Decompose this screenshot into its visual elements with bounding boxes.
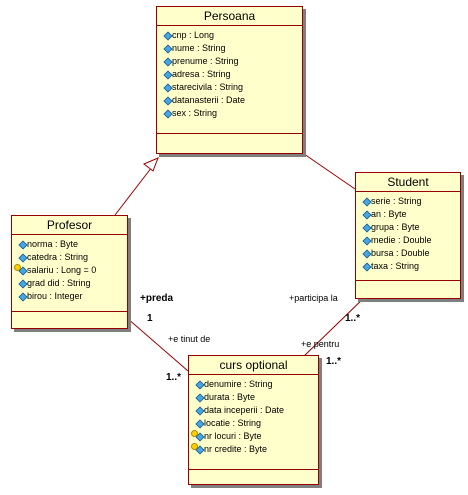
attribute-row: data inceperii : Date <box>195 404 318 417</box>
class-curs-optional-title: curs optional <box>189 356 318 375</box>
attribute-icon <box>362 263 369 270</box>
attribute-text: grad did : String <box>27 278 91 288</box>
association-line-student-curs <box>301 293 369 359</box>
attribute-row: birou : Integer <box>18 290 127 303</box>
attribute-row: nr locuri : Byte <box>191 430 318 443</box>
attribute-row: bursa : Double <box>362 247 460 260</box>
attribute-icon <box>163 32 170 39</box>
attribute-icon <box>362 237 369 244</box>
class-curs-optional[interactable]: curs optional denumire : String durata : … <box>188 355 319 485</box>
multiplicity-preda: 1 <box>147 313 153 324</box>
key-attribute-icon <box>191 443 202 453</box>
attribute-text: birou : Integer <box>27 291 83 301</box>
attribute-text: denumire : String <box>204 379 273 389</box>
attribute-text: sex : String <box>172 108 218 118</box>
attribute-icon <box>362 198 369 205</box>
attribute-icon <box>163 110 170 117</box>
attribute-icon <box>195 420 202 427</box>
attribute-icon <box>362 211 369 218</box>
attribute-row: durata : Byte <box>195 391 318 404</box>
class-student[interactable]: Student serie : String an : Byte grupa : B… <box>355 172 461 299</box>
attribute-text: prenume : String <box>172 56 239 66</box>
attribute-icon <box>163 58 170 65</box>
attribute-icon <box>163 45 170 52</box>
attribute-text: cnp : Long <box>172 30 215 40</box>
attribute-row: adresa : String <box>163 68 302 81</box>
attribute-icon <box>18 254 25 261</box>
attribute-row: sex : String <box>163 107 302 120</box>
class-student-attributes: serie : String an : Byte grupa : Byte medie… <box>356 192 460 281</box>
attribute-text: bursa : Double <box>371 248 430 258</box>
multiplicity-participa-la: 1..* <box>345 313 361 324</box>
attribute-text: salariu : Long = 0 <box>27 265 97 275</box>
attribute-icon <box>18 241 25 248</box>
inheritance-arrowhead-profesor <box>143 157 159 172</box>
attribute-text: nr credite : Byte <box>204 444 268 454</box>
attribute-icon <box>163 71 170 78</box>
class-student-title: Student <box>356 173 460 192</box>
attribute-icon <box>195 407 202 414</box>
attribute-row: norma : Byte <box>18 238 127 251</box>
attribute-icon <box>163 84 170 91</box>
attribute-row: grupa : Byte <box>362 221 460 234</box>
class-curs-optional-attributes: denumire : String durata : Byte data incep… <box>189 375 318 470</box>
attribute-text: durata : Byte <box>204 392 256 402</box>
key-attribute-icon <box>14 264 25 274</box>
class-persoana-title: Persoana <box>157 7 302 26</box>
attribute-row: medie : Double <box>362 234 460 247</box>
attribute-row: starecivila : String <box>163 81 302 94</box>
attribute-icon <box>362 224 369 231</box>
class-profesor-title: Profesor <box>12 216 127 235</box>
attribute-text: adresa : String <box>172 69 231 79</box>
attribute-text: nr locuri : Byte <box>204 431 262 441</box>
attribute-row: datanasterii : Date <box>163 94 302 107</box>
role-label-preda: +preda <box>140 293 174 304</box>
attribute-row: nr credite : Byte <box>191 443 318 456</box>
attribute-text: taxa : String <box>371 261 420 271</box>
attribute-row: nume : String <box>163 42 302 55</box>
attribute-text: starecivila : String <box>172 82 244 92</box>
attribute-text: nume : String <box>172 43 226 53</box>
inheritance-line-profesor <box>114 166 153 216</box>
role-label-participa-la: +participa la <box>289 293 338 303</box>
role-label-e-tinut-de: +e tinut de <box>168 334 211 344</box>
class-profesor-attributes: norma : Byte catedra : String salariu : Lo… <box>12 235 127 312</box>
class-profesor[interactable]: Profesor norma : Byte catedra : String sal… <box>11 215 128 329</box>
attribute-row: grad did : String <box>18 277 127 290</box>
attribute-row: cnp : Long <box>163 29 302 42</box>
class-persoana[interactable]: Persoana cnp : Long nume : String prenume … <box>156 6 303 154</box>
multiplicity-e-pentru: 1..* <box>326 356 342 367</box>
attribute-row: locatie : String <box>195 417 318 430</box>
role-label-e-pentru: +e pentru <box>301 339 340 349</box>
attribute-text: serie : String <box>371 196 422 206</box>
attribute-row: an : Byte <box>362 208 460 221</box>
attribute-text: data inceperii : Date <box>204 405 285 415</box>
attribute-icon <box>18 293 25 300</box>
attribute-text: medie : Double <box>371 235 432 245</box>
attribute-icon <box>195 381 202 388</box>
attribute-icon <box>18 280 25 287</box>
attribute-row: serie : String <box>362 195 460 208</box>
association-line-profesor-curs <box>126 317 189 372</box>
multiplicity-e-tinut-de: 1..* <box>166 372 182 383</box>
attribute-text: catedra : String <box>27 252 89 262</box>
attribute-text: grupa : Byte <box>371 222 420 232</box>
attribute-row: salariu : Long = 0 <box>14 264 127 277</box>
attribute-row: denumire : String <box>195 378 318 391</box>
attribute-row: taxa : String <box>362 260 460 273</box>
key-attribute-icon <box>191 430 202 440</box>
attribute-icon <box>362 250 369 257</box>
class-persoana-attributes: cnp : Long nume : String prenume : String a… <box>157 26 302 134</box>
attribute-text: an : Byte <box>371 209 407 219</box>
attribute-text: locatie : String <box>204 418 262 428</box>
attribute-icon <box>163 97 170 104</box>
attribute-text: datanasterii : Date <box>172 95 246 105</box>
attribute-icon <box>195 394 202 401</box>
attribute-text: norma : Byte <box>27 239 79 249</box>
attribute-row: prenume : String <box>163 55 302 68</box>
attribute-row: catedra : String <box>18 251 127 264</box>
